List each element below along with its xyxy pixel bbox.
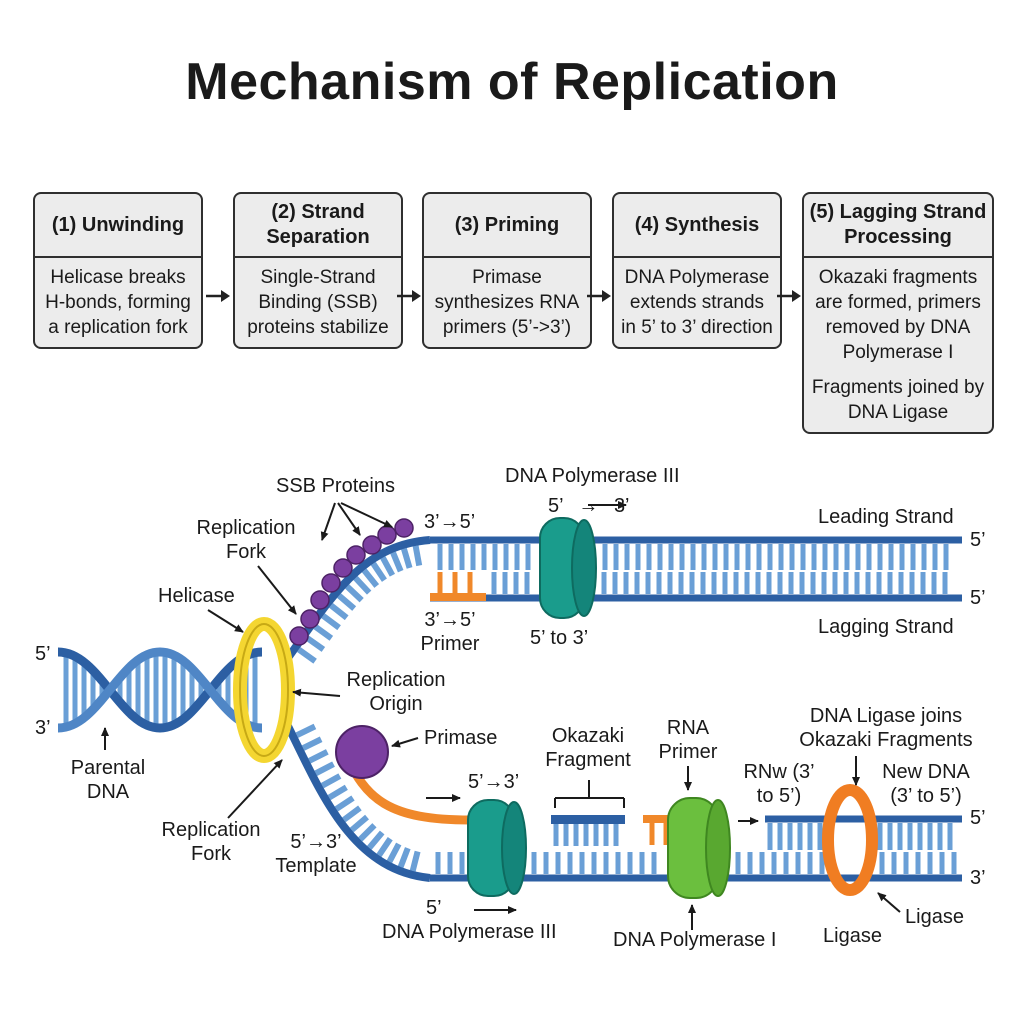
fork-rung: [305, 635, 326, 652]
ligase-right-label: Ligase: [905, 906, 964, 928]
step-heading: (4) Synthesis: [614, 194, 780, 258]
three-prime-right-bottom-label: 3’: [970, 867, 986, 889]
page-title: Mechanism of Replication: [185, 53, 839, 111]
fork-rung: [327, 784, 348, 801]
fork-rung: [345, 584, 364, 603]
top-3-to-5-label: 3’→5’: [424, 511, 476, 533]
primase-blob: [335, 725, 389, 779]
step-strand-separation-box: (2) Strand Separation Single-Strand Bind…: [233, 192, 403, 349]
five-prime-right-bottom-label: 5’: [970, 807, 986, 829]
step-description: Helicase breaks H-bonds, forming a repli…: [45, 267, 191, 338]
ssb-proteins-group: [289, 518, 414, 646]
fork-rung: [297, 647, 317, 664]
fork-rung: [342, 805, 362, 823]
flow-arrow-icon: [587, 290, 611, 302]
parental-helix-rungs: [63, 652, 258, 728]
step-description-main: Okazaki fragments are formed, primers re…: [815, 267, 981, 363]
step-heading: (1) Unwinding: [35, 194, 201, 258]
ligase-ring: [822, 784, 878, 896]
polymerase-iii-top-direction: 5’ → 3’: [548, 495, 630, 517]
leading-strand-rungs: [437, 544, 949, 594]
leading-strand-label: Leading Strand: [818, 506, 954, 528]
fork-rung: [349, 814, 369, 833]
step-description: Single-Strand Binding (SSB) proteins sta…: [247, 267, 389, 338]
fork-rung: [358, 823, 377, 842]
fork-rung: [295, 723, 317, 738]
top-primer-rungs: [437, 572, 473, 594]
dna-ligase-joins-label: DNA Ligase joins Okazaki Fragments: [799, 705, 973, 751]
template-label: 5’→3’ Template: [275, 831, 357, 877]
step-priming-box: (3) Priming Primase synthesizes RNA prim…: [422, 192, 592, 349]
leader-arrows: [101, 501, 901, 930]
ssb-proteins-label: SSB Proteins: [276, 475, 395, 497]
step-description-extra: Fragments joined by DNA Ligase: [811, 377, 985, 423]
parental-helix-strand-a: [57, 647, 263, 733]
polymerase-iii-top-label: DNA Polymerase III: [505, 465, 680, 487]
step-heading: (3) Priming: [424, 194, 590, 258]
fork-rung: [386, 842, 402, 864]
replication-fork-bottom-label: Replication Fork: [161, 819, 261, 865]
fork-rung: [409, 850, 421, 872]
fork-arm-rungs: [295, 545, 423, 872]
rna-primer-rungs: [649, 823, 669, 845]
flow-arrow-icon: [397, 290, 421, 302]
five-prime-left-label: 5’: [35, 643, 51, 665]
step-synthesis-box: (4) Synthesis DNA Polymerase extends str…: [612, 192, 782, 349]
fork-rung: [329, 603, 349, 621]
fork-rung: [337, 593, 357, 611]
flow-arrow-icon: [206, 290, 230, 302]
fork-rung: [397, 847, 411, 868]
three-prime-left-label: 3’: [35, 717, 51, 739]
fork-rung: [412, 545, 423, 567]
helicase-label: Helicase: [158, 585, 235, 607]
fork-rung: [376, 837, 393, 857]
five-prime-right-mid-label: 5’: [970, 587, 986, 609]
replication-fork-top-label: Replication Fork: [196, 517, 296, 563]
step-heading: (5) Lagging Strand Processing: [804, 194, 992, 258]
fork-rung: [320, 773, 342, 789]
fork-lower-arm: [281, 718, 431, 882]
bottom-5-prime-label: 5’: [426, 897, 442, 919]
rna-primer-label: RNA Primer: [658, 717, 718, 763]
fork-rung: [390, 551, 404, 573]
okazaki-fragment-bar: [551, 815, 625, 824]
step-description: DNA Polymerase extends strands in 5’ to …: [621, 267, 773, 338]
fork-rung: [334, 795, 355, 812]
fork-rung: [321, 613, 341, 631]
rnw-label: RNw (3’ to 5’): [743, 761, 815, 807]
step-heading: (2) Strand Separation: [235, 194, 401, 258]
lagging-strand-rungs: [435, 823, 957, 874]
bottom-5-to-3-label: 5’→3’: [468, 771, 520, 793]
flow-arrow-icon: [777, 290, 801, 302]
fork-rung: [308, 749, 329, 764]
step-lagging-processing-box: (5) Lagging Strand Processing Okazaki fr…: [802, 192, 994, 434]
polymerase-i-label: DNA Polymerase I: [613, 929, 777, 951]
five-prime-right-top-label: 5’: [970, 529, 986, 551]
fork-rung: [313, 624, 334, 641]
step-description: Okazaki fragments are formed, primers re…: [804, 258, 992, 432]
fork-rung: [380, 556, 396, 577]
parental-helix-strand-b: [57, 647, 263, 733]
fork-rung: [367, 830, 385, 850]
fork-rung: [314, 761, 335, 777]
ligase-left-label: Ligase: [823, 925, 882, 947]
polymerase-iii-top-5to3-label: 5’ to 3’: [530, 627, 589, 649]
lagging-strand-label: Lagging Strand: [818, 616, 954, 638]
fork-rung: [353, 575, 372, 595]
okazaki-fragment-label: Okazaki Fragment: [545, 725, 631, 771]
primer-label: 3’→5’ Primer: [420, 609, 480, 655]
polymerase-iii-bottom-label: DNA Polymerase III: [382, 921, 557, 943]
parental-dna-label: Parental DNA: [70, 757, 146, 803]
fork-rung: [361, 568, 380, 588]
step-description: Primase synthesizes RNA primers (5’->3’): [434, 267, 580, 338]
new-dna-label: New DNA (3’ to 5’): [882, 761, 970, 807]
replication-origin-label: Replication Origin: [346, 669, 446, 715]
fork-rung: [370, 561, 387, 582]
step-unwinding-box: (1) Unwinding Helicase breaks H-bonds, f…: [33, 192, 203, 349]
primase-label: Primase: [424, 727, 498, 749]
fork-rung: [401, 547, 413, 569]
fork-rung: [301, 736, 323, 751]
